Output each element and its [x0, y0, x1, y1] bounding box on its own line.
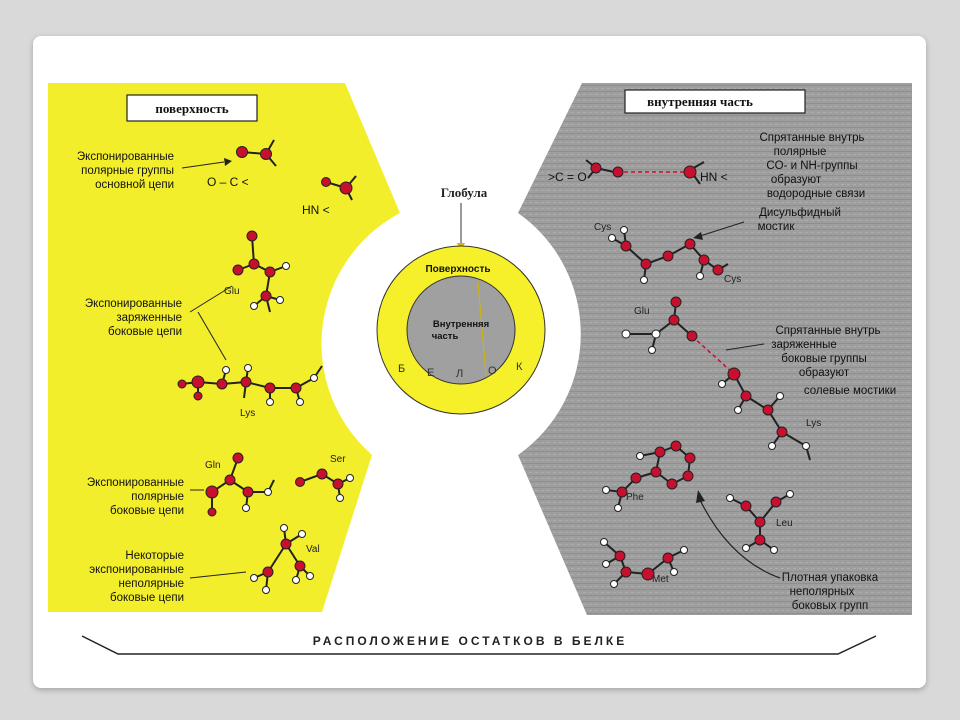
molecule-glu [232, 230, 290, 313]
svg-text:полярные: полярные [774, 146, 827, 158]
arrowhead-disulfide [693, 232, 703, 240]
mol-label-oc: O – C < [207, 175, 249, 189]
svg-text:Некоторые: Некоторые [125, 550, 184, 562]
mol-label-phe: Phe [626, 492, 644, 503]
arrow-backbone [181, 161, 225, 169]
mol-label-co: >C = O [548, 170, 587, 184]
svg-text:Плотная упаковка: Плотная упаковка [782, 572, 879, 584]
label-packing: Плотная упаковка неполярных боковых груп… [782, 572, 879, 612]
globule-marker-line [477, 281, 487, 376]
arrowhead-backbone [224, 158, 232, 166]
molecule-cys [608, 226, 729, 284]
molecule-lys-right [718, 367, 811, 461]
svg-text:солевые мостики: солевые мостики [804, 385, 896, 397]
surface-caption: Поверхность [425, 264, 490, 275]
label-exposed-charged-side: Экспонированные заряженные боковые цепи [85, 298, 182, 338]
svg-text:неполярные: неполярные [119, 578, 184, 590]
svg-text:Спрятанные внутрь: Спрятанные внутрь [776, 325, 881, 337]
molecule-hn [321, 175, 357, 201]
protein-letter-o: О [488, 365, 497, 377]
label-exposed-nonpolar-side: Некоторые экспонированные неполярные бок… [89, 550, 184, 604]
arrowhead-packing [696, 490, 705, 503]
arrow-charged-bridge [725, 343, 765, 351]
arrow-charged-1 [189, 285, 233, 313]
protein-letter-e: Е [427, 367, 434, 379]
molecule-lys [177, 364, 323, 406]
mol-label-cys1: Cys [594, 222, 611, 233]
svg-text:мостик: мостик [758, 221, 796, 233]
surface-title: поверхность [155, 101, 228, 116]
svg-text:неполярных: неполярных [790, 586, 855, 598]
protein-letter-b: Б [398, 363, 405, 375]
svg-text:Спрятанные внутрь: Спрятанные внутрь [760, 132, 865, 144]
label-hidden-charged: Спрятанные внутрь заряженные боковые гру… [771, 325, 896, 397]
arrow-nonpolar [189, 571, 247, 579]
svg-text:образуют: образуют [771, 174, 822, 186]
svg-text:заряженные: заряженные [771, 339, 837, 351]
mol-label-val: Val [306, 544, 320, 555]
svg-text:боковые цепи: боковые цепи [108, 326, 182, 338]
interior-panel [518, 83, 912, 615]
svg-text:образуют: образуют [799, 367, 850, 379]
arrow-charged-2 [197, 311, 227, 361]
molecule-met [600, 538, 688, 588]
svg-text:основной цепи: основной цепи [95, 179, 174, 191]
globule-core [406, 275, 516, 385]
svg-text:полярные: полярные [131, 491, 184, 503]
surface-title-box [126, 94, 258, 122]
interior-caption-1: Внутренняя [433, 319, 489, 330]
svg-text:боковые цепи: боковые цепи [110, 592, 184, 604]
svg-text:боковые цепи: боковые цепи [110, 505, 184, 517]
svg-text:Дисульфидный: Дисульфидный [759, 207, 841, 219]
svg-text:заряженные: заряженные [116, 312, 182, 324]
molecule-gln [205, 452, 275, 517]
protein-letter-l: Л [456, 368, 463, 380]
mol-label-glu-right: Glu [634, 306, 650, 317]
molecule-hbond [585, 159, 705, 185]
surface-panel [48, 83, 400, 612]
svg-text:полярные группы: полярные группы [81, 165, 174, 177]
label-disulfide: Дисульфидный мостик [758, 207, 841, 233]
mol-label-leu: Leu [776, 518, 793, 529]
molecule-ser [295, 468, 354, 502]
svg-text:водородные связи: водородные связи [767, 188, 865, 200]
molecule-val [250, 524, 314, 594]
svg-text:CO- и NH-группы: CO- и NH-группы [766, 160, 857, 172]
molecule-leu [726, 490, 794, 554]
molecule-phe [602, 440, 696, 512]
label-exposed-polar-side: Экспонированные полярные боковые цепи [87, 477, 184, 517]
mol-label-gln: Gln [205, 460, 221, 471]
mol-label-glu: Glu [224, 286, 240, 297]
interior-title-box [624, 89, 806, 114]
mol-label-hn: HN < [302, 203, 330, 217]
svg-text:Экспонированные: Экспонированные [85, 298, 182, 310]
footer-caption: РАСПОЛОЖЕНИЕ ОСТАТКОВ В БЕЛКЕ [313, 634, 627, 648]
mol-label-cys2: Cys [724, 274, 741, 285]
label-exposed-polar-backbone: Экспонированные полярные группы основной… [77, 151, 174, 191]
footer-bracket [81, 635, 877, 655]
arrow-disulfide [699, 221, 745, 237]
mol-label-met: Met [652, 574, 669, 585]
mol-label-ser: Ser [330, 454, 346, 465]
mol-label-lys-right: Lys [806, 418, 821, 429]
molecule-oc [236, 139, 277, 167]
interior-title: внутренняя часть [647, 94, 753, 109]
interior-caption-2: часть [432, 331, 459, 342]
svg-text:Экспонированные: Экспонированные [77, 151, 174, 163]
globule-label: Глобула [441, 185, 488, 200]
mol-label-hn-right: HN < [700, 170, 728, 184]
svg-text:боковые группы: боковые группы [781, 353, 866, 365]
protein-letter-k: К [516, 361, 523, 373]
label-hidden-polar: Спрятанные внутрь полярные CO- и NH-груп… [760, 132, 866, 200]
molecule-glu-right [621, 296, 735, 375]
svg-text:Экспонированные: Экспонированные [87, 477, 184, 489]
svg-text:экспонированные: экспонированные [89, 564, 184, 576]
mol-label-lys: Lys [240, 408, 255, 419]
svg-text:боковых групп: боковых групп [792, 600, 869, 612]
arrow-packing [699, 499, 781, 579]
